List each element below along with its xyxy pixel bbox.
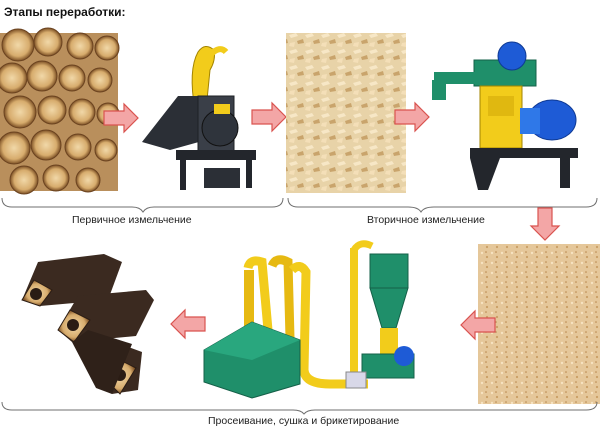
caption-final: Просеивание, сушка и брикетирование	[208, 415, 400, 427]
page-title: Этапы переработки:	[4, 5, 126, 19]
bracket-final	[1, 401, 598, 415]
wood-chipper-machine	[142, 46, 256, 190]
wood-chips-image	[286, 33, 406, 193]
logs-image	[0, 27, 120, 195]
arrow-right-1	[103, 102, 139, 134]
arrow-right-3	[394, 101, 430, 133]
bracket-secondary	[287, 197, 598, 213]
sawdust-image	[478, 244, 600, 404]
arrow-right-2	[251, 101, 287, 133]
caption-primary: Первичное измельчение	[72, 214, 192, 226]
hammer-mill-machine	[432, 41, 578, 190]
drying-line-machine	[203, 240, 415, 399]
arrow-left-1	[460, 309, 496, 341]
caption-secondary: Вторичное измельчение	[367, 214, 485, 226]
bracket-primary	[1, 197, 284, 213]
arrow-left-2	[170, 308, 206, 340]
briquettes-image	[21, 254, 154, 395]
arrow-down	[529, 207, 561, 241]
